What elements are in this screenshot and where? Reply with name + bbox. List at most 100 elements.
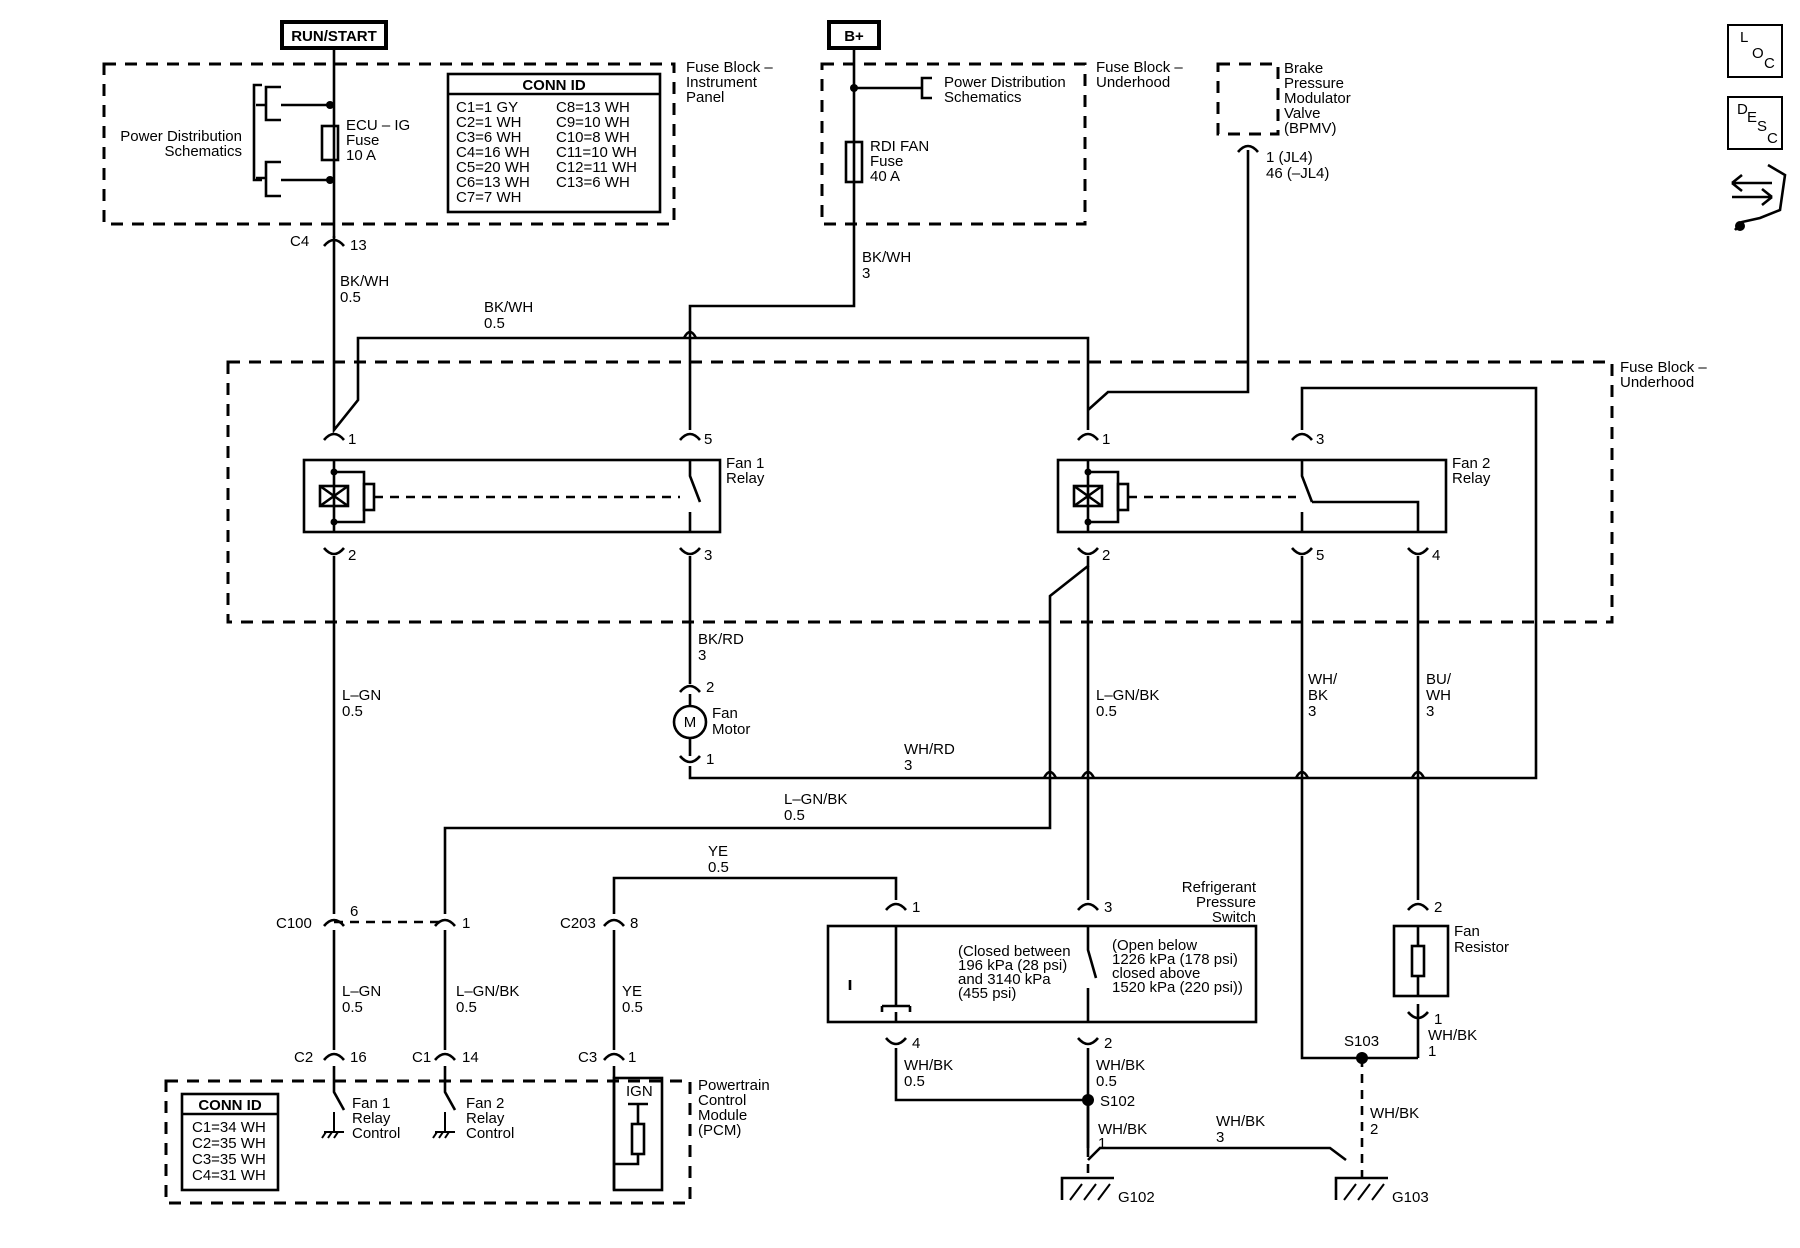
power-distribution-ref-uh[interactable]: Power Distribution Schematics [850, 74, 1066, 106]
svg-text:Underhood: Underhood [1620, 374, 1694, 391]
location-icon[interactable]: L O C [1727, 24, 1783, 78]
bpmv-label: Brake Pressure Modulator Valve (BPMV) [1284, 60, 1351, 137]
svg-text:C3=6 WH: C3=6 WH [456, 129, 521, 146]
fuse-block-uh-top-label: Fuse Block – Underhood [1096, 59, 1183, 91]
svg-text:C4=16 WH: C4=16 WH [456, 144, 530, 161]
ecu-ig-fuse: ECU – IG Fuse 10 A [320, 117, 410, 164]
fuse-block-uh-top-outline [820, 62, 1087, 226]
run-start-label: RUN/START [280, 20, 388, 50]
svg-text:G103: G103 [1392, 1189, 1429, 1206]
svg-text:(Open below: (Open below [1112, 937, 1197, 954]
svg-text:0.5: 0.5 [904, 1073, 925, 1090]
svg-text:Powertrain: Powertrain [698, 1077, 770, 1094]
svg-text:RUN/START: RUN/START [291, 28, 377, 45]
svg-text:Fan 2: Fan 2 [1452, 455, 1490, 472]
svg-text:0.5: 0.5 [622, 999, 643, 1016]
svg-text:1: 1 [706, 751, 714, 768]
ground-g102: G102 [1060, 1176, 1155, 1206]
svg-text:46 (–JL4): 46 (–JL4) [1266, 165, 1329, 182]
svg-text:C3: C3 [578, 1049, 597, 1066]
svg-text:CONN ID: CONN ID [198, 1097, 262, 1114]
svg-text:(BPMV): (BPMV) [1284, 120, 1337, 137]
svg-text:Control: Control [466, 1125, 514, 1142]
svg-text:Fan 2: Fan 2 [466, 1095, 504, 1112]
svg-text:L–GN/BK: L–GN/BK [784, 791, 847, 808]
svg-text:BK/WH: BK/WH [484, 299, 533, 316]
svg-text:D: D [1737, 101, 1748, 118]
svg-text:2: 2 [1104, 1035, 1112, 1052]
svg-text:S102: S102 [1100, 1093, 1135, 1110]
description-icon[interactable]: D E S C [1727, 96, 1783, 150]
svg-text:C2=35 WH: C2=35 WH [192, 1135, 266, 1152]
svg-text:196 kPa (28 psi): 196 kPa (28 psi) [958, 957, 1067, 974]
wire-crossings [682, 330, 1426, 779]
svg-text:0.5: 0.5 [342, 703, 363, 720]
svg-text:(455 psi): (455 psi) [958, 985, 1016, 1002]
svg-text:0.5: 0.5 [784, 807, 805, 824]
svg-text:S: S [1757, 118, 1767, 135]
splice-s103: S103 [1344, 1033, 1379, 1064]
svg-text:closed above: closed above [1112, 965, 1200, 982]
svg-text:Fuse: Fuse [870, 153, 903, 170]
svg-text:C12=11 WH: C12=11 WH [556, 159, 637, 176]
power-distribution-ref-ip[interactable]: Power Distribution Schematics [120, 83, 334, 198]
svg-text:C7=7 WH: C7=7 WH [456, 189, 521, 206]
svg-text:C3=35 WH: C3=35 WH [192, 1151, 266, 1168]
svg-text:1: 1 [912, 899, 920, 916]
fan2-relay: Fan 2 Relay 1 3 2 5 4 [1056, 431, 1491, 564]
svg-text:WH/BK: WH/BK [1216, 1113, 1265, 1130]
svg-text:YE: YE [708, 843, 728, 860]
svg-text:CONN ID: CONN ID [522, 77, 586, 94]
svg-text:6: 6 [350, 903, 358, 920]
svg-text:Relay: Relay [1452, 470, 1491, 487]
svg-text:C10=8 WH: C10=8 WH [556, 129, 630, 146]
conn-id-table-pcm: CONN ID C1=34 WH C2=35 WH C3=35 WH C4=31… [180, 1092, 280, 1192]
wires [332, 50, 1538, 1178]
wire-labels: C4 13 BK/WH 0.5 BK/WH 0.5 BK/WH 3 BK/RD … [276, 233, 1477, 1152]
svg-text:Fuse Block –: Fuse Block – [1620, 359, 1707, 376]
svg-text:1: 1 [462, 915, 470, 932]
svg-text:2: 2 [1102, 547, 1110, 564]
bpmv-outline [1216, 62, 1280, 136]
svg-text:WH/RD: WH/RD [904, 741, 955, 758]
svg-text:8: 8 [630, 915, 638, 932]
svg-text:1226 kPa (178 psi): 1226 kPa (178 psi) [1112, 951, 1238, 968]
svg-text:10 A: 10 A [346, 147, 376, 164]
svg-text:ECU – IG: ECU – IG [346, 117, 410, 134]
svg-text:3: 3 [862, 265, 870, 282]
svg-text:WH/: WH/ [1308, 671, 1338, 688]
svg-text:C6=13 WH: C6=13 WH [456, 174, 530, 191]
svg-text:1520 kPa (220 psi)): 1520 kPa (220 psi)) [1112, 979, 1243, 996]
svg-text:3: 3 [904, 757, 912, 774]
svg-text:16: 16 [350, 1049, 367, 1066]
svg-text:S103: S103 [1344, 1033, 1379, 1050]
fan1-relay-control: Fan 1 Relay Control [321, 1066, 400, 1142]
svg-text:WH/BK: WH/BK [1428, 1027, 1477, 1044]
svg-text:Valve: Valve [1284, 105, 1320, 122]
svg-text:Fan 1: Fan 1 [726, 455, 764, 472]
svg-text:1: 1 [628, 1049, 636, 1066]
svg-text:0.5: 0.5 [1096, 1073, 1117, 1090]
svg-text:BK/WH: BK/WH [340, 273, 389, 290]
svg-text:BK/WH: BK/WH [862, 249, 911, 266]
refrigerant-pressure-switch: Refrigerant Pressure Switch (Closed betw… [826, 879, 1258, 1052]
svg-text:Refrigerant: Refrigerant [1182, 879, 1257, 896]
svg-text:C1=1 GY: C1=1 GY [456, 99, 518, 116]
svg-text:Switch: Switch [1212, 909, 1256, 926]
svg-text:RDI FAN: RDI FAN [870, 138, 929, 155]
svg-text:0.5: 0.5 [1096, 703, 1117, 720]
svg-text:Panel: Panel [686, 89, 724, 106]
svg-text:WH: WH [1426, 687, 1451, 704]
navigate-arrows-icon[interactable] [1731, 163, 1787, 231]
svg-text:C1=34 WH: C1=34 WH [192, 1119, 266, 1136]
svg-text:4: 4 [912, 1035, 920, 1052]
svg-text:1: 1 [1102, 431, 1110, 448]
svg-text:5: 5 [704, 431, 712, 448]
svg-text:Instrument: Instrument [686, 74, 758, 91]
svg-text:L–GN/BK: L–GN/BK [456, 983, 519, 1000]
svg-text:3: 3 [704, 547, 712, 564]
svg-text:C100: C100 [276, 915, 312, 932]
svg-text:Fan: Fan [712, 705, 738, 722]
fan2-relay-control: Fan 2 Relay Control [432, 1066, 514, 1142]
svg-text:Relay: Relay [466, 1110, 505, 1127]
